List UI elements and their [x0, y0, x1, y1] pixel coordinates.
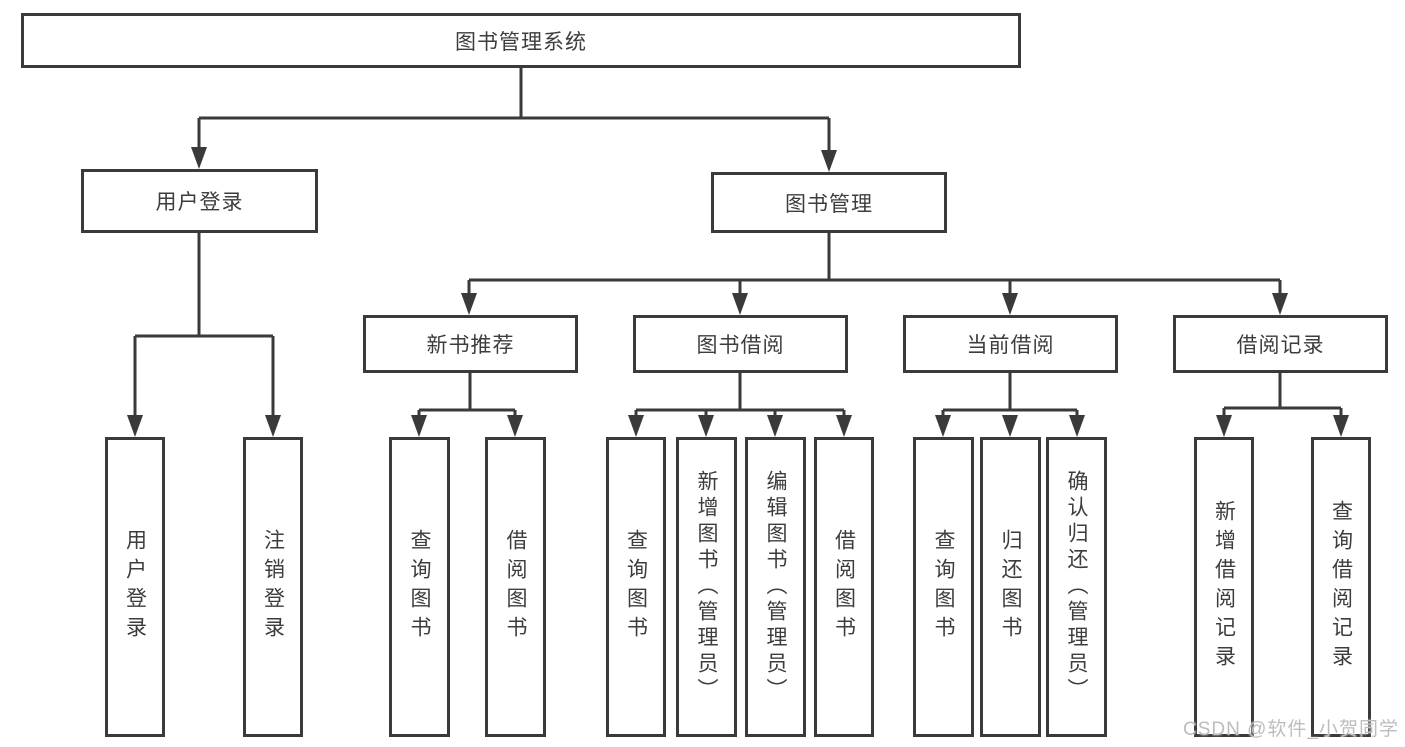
node-borrow-records: 借阅记录: [1173, 315, 1388, 373]
leaf-logout: 注销登录: [243, 437, 303, 737]
node-label: 编辑图书（管理员）: [764, 470, 787, 704]
node-user-login: 用户登录: [81, 169, 318, 233]
leaf-edit-books-admin: 编辑图书（管理员）: [745, 437, 806, 737]
csdn-watermark: CSDN @软件_小贺同学: [1183, 719, 1399, 740]
leaf-borrow-books-recommend: 借阅图书: [485, 437, 546, 737]
node-label: 用户登录: [123, 529, 147, 645]
node-label: 借阅图书: [832, 529, 856, 645]
node-label: 用户登录: [155, 191, 244, 214]
node-label: 借阅记录: [1236, 334, 1325, 357]
node-label: 图书管理系统: [455, 30, 587, 54]
node-label: 归还图书: [999, 529, 1022, 645]
node-new-book-recommend: 新书推荐: [363, 315, 578, 373]
node-label: 查询图书: [932, 529, 955, 645]
node-label: 查询图书: [408, 529, 431, 645]
leaf-borrow-books: 借阅图书: [814, 437, 874, 737]
node-current-borrow: 当前借阅: [903, 315, 1118, 373]
node-label: 新书推荐: [426, 334, 515, 357]
node-label: 图书借阅: [696, 334, 785, 357]
leaf-return-books: 归还图书: [980, 437, 1041, 737]
leaf-user-login: 用户登录: [105, 437, 165, 737]
leaf-query-borrow-record: 查询借阅记录: [1311, 437, 1371, 737]
node-system-root: 图书管理系统: [21, 13, 1021, 68]
leaf-add-borrow-record: 新增借阅记录: [1194, 437, 1254, 737]
node-book-borrow: 图书借阅: [633, 315, 848, 373]
node-label: 确认归还（管理员）: [1065, 470, 1088, 704]
node-label: 当前借阅: [966, 334, 1055, 357]
node-label: 新增图书（管理员）: [695, 470, 718, 704]
node-label: 查询图书: [624, 529, 648, 645]
node-label: 查询借阅记录: [1329, 500, 1353, 674]
node-label: 图书管理: [785, 192, 873, 216]
leaf-query-books-current: 查询图书: [913, 437, 974, 737]
node-label: 借阅图书: [504, 529, 527, 645]
leaf-add-books-admin: 新增图书（管理员）: [676, 437, 737, 737]
node-label: 注销登录: [261, 529, 285, 645]
leaf-query-books-recommend: 查询图书: [389, 437, 450, 737]
leaf-confirm-return-admin: 确认归还（管理员）: [1046, 437, 1107, 737]
node-label: 新增借阅记录: [1212, 500, 1236, 674]
node-book-management: 图书管理: [711, 172, 947, 233]
leaf-query-books-borrow: 查询图书: [606, 437, 666, 737]
